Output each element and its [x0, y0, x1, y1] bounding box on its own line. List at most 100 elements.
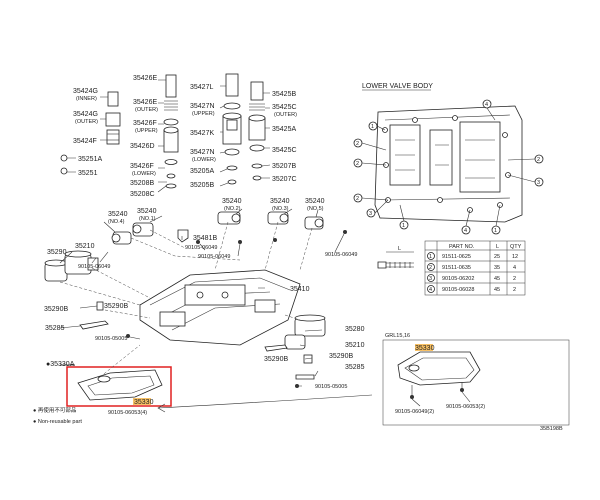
svg-text:2: 2 — [537, 157, 540, 163]
inset-highlight-label-bg — [415, 344, 433, 351]
ring-35426f-lower — [164, 159, 178, 165]
spring-35290b-right — [303, 354, 313, 364]
lower-valve-body-view: LOWER VALVE BODY 1 2 2 2 3 4 2 — [353, 83, 544, 235]
cylinder-35210 — [64, 250, 99, 275]
spring-35424g-outer — [105, 112, 121, 127]
oring-35208c — [165, 183, 177, 189]
svg-text:4: 4 — [485, 102, 488, 108]
oring-35207b — [251, 163, 263, 169]
label-35426f-lower: 35426F — [130, 163, 154, 170]
footnote-line-1: ● 再使用不可部品 — [33, 406, 77, 414]
valve-body-bolt-holes — [382, 115, 511, 213]
upper-left-valve-stack — [60, 73, 271, 193]
cylinder-35280 — [294, 314, 326, 337]
label-35280: 35280 — [345, 326, 365, 333]
svg-text:2: 2 — [513, 276, 516, 282]
label-90105-06049-b: 90105-06049 — [198, 254, 230, 260]
highlight-box-35330 — [66, 366, 172, 407]
svg-text:2: 2 — [356, 161, 359, 167]
svg-text:4: 4 — [464, 228, 467, 234]
oil-strainer-35330 — [77, 369, 163, 401]
oring-35205b — [227, 179, 237, 185]
svg-text:91511-0635: 91511-0635 — [442, 265, 471, 271]
svg-text:45: 45 — [494, 276, 500, 282]
label-lower-1: (LOWER) — [132, 171, 156, 177]
label-35285-left: 35285 — [45, 325, 65, 332]
bolt-90105-05005-left — [126, 334, 130, 338]
svg-text:1: 1 — [402, 223, 405, 229]
lower-valve-body-title: LOWER VALVE BODY — [362, 83, 433, 90]
label-35207c: 35207C — [272, 176, 297, 183]
table-row: 4 90105-06028 45 2 — [427, 285, 516, 293]
svg-text:90105-06028: 90105-06028 — [442, 287, 474, 293]
label-35210-right: 35210 — [345, 342, 365, 349]
label-35425c-top: 35425C — [272, 104, 297, 111]
small-bolts-90105-06049 — [196, 230, 347, 244]
spring-35425b — [250, 81, 264, 101]
label-35426e-top: 35426E — [133, 75, 157, 82]
spring-35426e-outer — [164, 100, 178, 111]
label-35207b: 35207B — [272, 163, 296, 170]
piston-35427k — [222, 112, 242, 145]
table-row: 1 91511-0625 25 12 — [427, 252, 518, 260]
svg-text:1: 1 — [429, 254, 432, 260]
spring-35425c-outer — [249, 103, 265, 111]
svg-text:3: 3 — [429, 276, 432, 282]
svg-text:1: 1 — [494, 228, 497, 234]
label-90105-05005-b: 90105-05005 — [315, 384, 347, 390]
label-35205b: 35205B — [190, 182, 214, 189]
inset-label-90105-06053-2: 90105-06053(2) — [446, 404, 485, 410]
solenoid-no2 — [217, 211, 241, 225]
oring-35208b — [166, 173, 176, 179]
washer-35251a — [60, 154, 68, 162]
cylinder-35290 — [44, 259, 68, 282]
label-90105-06053-4: 90105-06053(4) — [108, 410, 147, 416]
label-90105-05005-a: 90105-05005 — [95, 336, 127, 342]
spring-35426e — [165, 74, 177, 98]
label-35426e: 35426E — [133, 99, 157, 106]
arrow-to-inset — [157, 394, 373, 409]
bolt-90105-05005 — [295, 384, 299, 388]
inset-label-90105-06049-2: 90105-06049(2) — [395, 409, 434, 415]
ring-35426f-upper — [163, 118, 179, 126]
clip-35285-right — [264, 344, 288, 352]
label-35481b: 35481B — [193, 235, 217, 242]
label-35425c: 35425C — [272, 147, 297, 154]
mid-part-labels: 35240 (NO.1) 35240 (NO.4) 35240 (NO.2) 3… — [44, 198, 365, 416]
label-35205a: 35205A — [190, 168, 214, 175]
piston-35425a — [248, 114, 266, 141]
spring-35290b-left — [96, 301, 104, 311]
label-35427l: 35427L — [190, 84, 213, 91]
label-no1: (NO.1) — [139, 216, 156, 222]
cylinder-35210-right — [284, 334, 306, 350]
upper-valve-body-35410 — [139, 269, 301, 346]
svg-text:35: 35 — [494, 265, 500, 271]
bolt-sketch: L — [377, 246, 414, 269]
label-90105-06049-d: 90105-06049 — [78, 264, 110, 270]
label-35285-right: 35285 — [345, 364, 365, 371]
inset-grl15-16: GRL15,16 35330 90105-06049(2) 90105-0605… — [382, 333, 570, 426]
label-35290b: 35290B — [104, 303, 128, 310]
solenoid-no3 — [267, 211, 289, 225]
svg-text:2: 2 — [513, 287, 516, 293]
label-inner: (INNER) — [76, 96, 97, 102]
solenoid-no1 — [132, 222, 154, 237]
label-35290: 35290 — [47, 249, 67, 256]
label-35427n-lower: 35427N — [190, 149, 215, 156]
svg-text:90105-06202: 90105-06202 — [442, 276, 474, 282]
svg-text:1: 1 — [371, 124, 374, 130]
label-no3: (NO.3) — [272, 206, 289, 212]
svg-text:PART NO.: PART NO. — [449, 244, 475, 250]
svg-text:25: 25 — [494, 254, 500, 260]
label-no5: (NO.5) — [307, 206, 324, 212]
label-no2: (NO.2) — [224, 206, 241, 212]
label-35424f: 35424F — [73, 138, 97, 145]
label-35424g-outer: 35424G — [73, 111, 98, 118]
label-35427n: 35427N — [190, 103, 215, 110]
label-35424g-inner: 35424G — [73, 88, 98, 95]
washer-35251 — [60, 167, 68, 175]
label-35290b-right-2: 35290B — [329, 353, 353, 360]
label-outer-1: (OUTER) — [135, 107, 158, 113]
label-35240-no4: 35240 — [108, 211, 128, 218]
label-90105-06049-c: 90105-06049 — [325, 252, 357, 258]
